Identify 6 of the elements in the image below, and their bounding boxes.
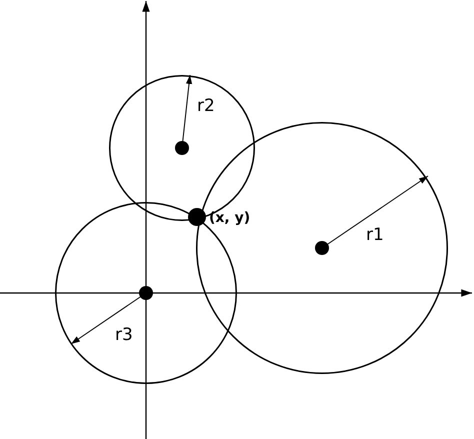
radius-label: r2: [197, 98, 215, 115]
radius-label: r3: [115, 327, 133, 344]
circle: [55, 202, 237, 384]
circle: [196, 122, 448, 374]
radius-label: r1: [366, 227, 384, 244]
point-label: (x, y): [209, 211, 250, 225]
